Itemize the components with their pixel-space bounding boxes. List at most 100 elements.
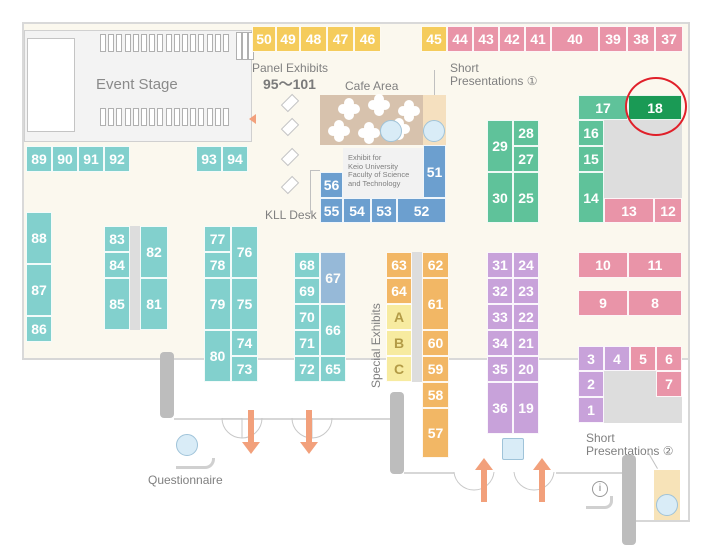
booth-42[interactable]: 42 (499, 26, 525, 52)
booth-77[interactable]: 77 (204, 226, 231, 252)
booth-59[interactable]: 59 (422, 356, 449, 382)
booth-21[interactable]: 21 (513, 330, 539, 356)
booth-11[interactable]: 11 (628, 252, 682, 278)
booth-48[interactable]: 48 (300, 26, 327, 52)
booth-37[interactable]: 37 (655, 26, 683, 52)
booth-87[interactable]: 87 (26, 264, 52, 316)
booth-54[interactable]: 54 (343, 198, 371, 223)
booth-6[interactable]: 6 (656, 346, 682, 371)
booth-51[interactable]: 51 (423, 145, 446, 198)
booth-29[interactable]: 29 (487, 120, 513, 172)
stage-platform (27, 38, 75, 132)
booth-52[interactable]: 52 (397, 198, 446, 223)
booth-28[interactable]: 28 (513, 120, 539, 146)
booth-50[interactable]: 50 (252, 26, 276, 52)
booth-C[interactable]: C (386, 356, 412, 382)
booth-81[interactable]: 81 (140, 278, 168, 330)
booth-25[interactable]: 25 (513, 172, 539, 223)
booth-15[interactable]: 15 (578, 146, 604, 172)
booth-67[interactable]: 67 (320, 252, 346, 304)
booth-71[interactable]: 71 (294, 330, 320, 356)
booth-5[interactable]: 5 (630, 346, 656, 371)
booth-79[interactable]: 79 (204, 278, 231, 330)
booth-57[interactable]: 57 (422, 408, 449, 458)
booth-66[interactable]: 66 (320, 304, 346, 356)
booth-93[interactable]: 93 (196, 146, 222, 172)
booth-13[interactable]: 13 (604, 198, 654, 223)
booth-33[interactable]: 33 (487, 304, 513, 330)
booth-20[interactable]: 20 (513, 356, 539, 382)
booth-24[interactable]: 24 (513, 252, 539, 278)
booth-94[interactable]: 94 (222, 146, 248, 172)
booth-74[interactable]: 74 (231, 330, 258, 356)
booth-70[interactable]: 70 (294, 304, 320, 330)
booth-78[interactable]: 78 (204, 252, 231, 278)
questionnaire-icon[interactable] (176, 434, 198, 456)
booth-43[interactable]: 43 (473, 26, 499, 52)
booth-32[interactable]: 32 (487, 278, 513, 304)
booth-B[interactable]: B (386, 330, 412, 356)
booth-86[interactable]: 86 (26, 316, 52, 342)
booth-23[interactable]: 23 (513, 278, 539, 304)
booth-36[interactable]: 36 (487, 382, 513, 434)
booth-17[interactable]: 17 (578, 95, 628, 120)
booth-58[interactable]: 58 (422, 382, 449, 408)
booth-68[interactable]: 68 (294, 252, 320, 278)
booth-8[interactable]: 8 (628, 290, 682, 316)
booth-69[interactable]: 69 (294, 278, 320, 304)
booth-64[interactable]: 64 (386, 278, 412, 304)
booth-39[interactable]: 39 (599, 26, 627, 52)
booth-45[interactable]: 45 (421, 26, 447, 52)
booth-72[interactable]: 72 (294, 356, 320, 382)
booth-80[interactable]: 80 (204, 330, 231, 382)
booth-9[interactable]: 9 (578, 290, 628, 316)
booth-65[interactable]: 65 (320, 356, 346, 382)
booth-10[interactable]: 10 (578, 252, 628, 278)
booth-49[interactable]: 49 (276, 26, 300, 52)
booth-31[interactable]: 31 (487, 252, 513, 278)
booth-76[interactable]: 76 (231, 226, 258, 278)
booth-2[interactable]: 2 (578, 371, 604, 397)
booth-4[interactable]: 4 (604, 346, 630, 371)
booth-40[interactable]: 40 (551, 26, 599, 52)
booth-7[interactable]: 7 (656, 371, 682, 397)
booth-56[interactable]: 56 (320, 172, 343, 198)
booth-60[interactable]: 60 (422, 330, 449, 356)
booth-85[interactable]: 85 (104, 278, 130, 330)
booth-41[interactable]: 41 (525, 26, 551, 52)
booth-73[interactable]: 73 (231, 356, 258, 382)
booth-16[interactable]: 16 (578, 120, 604, 146)
booth-27[interactable]: 27 (513, 146, 539, 172)
booth-19[interactable]: 19 (513, 382, 539, 434)
booth-3[interactable]: 3 (578, 346, 604, 371)
booth-89[interactable]: 89 (26, 146, 52, 172)
booth-55[interactable]: 55 (320, 198, 343, 223)
booth-63[interactable]: 63 (386, 252, 412, 278)
booth-46[interactable]: 46 (354, 26, 381, 52)
booth-34[interactable]: 34 (487, 330, 513, 356)
booth-47[interactable]: 47 (327, 26, 354, 52)
info-icon[interactable]: i (592, 481, 608, 497)
booth-1[interactable]: 1 (578, 397, 604, 423)
booth-91[interactable]: 91 (78, 146, 104, 172)
questionnaire-label: Questionnaire (148, 473, 223, 487)
booth-82[interactable]: 82 (140, 226, 168, 278)
booth-14[interactable]: 14 (578, 172, 604, 223)
booth-44[interactable]: 44 (447, 26, 473, 52)
booth-30[interactable]: 30 (487, 172, 513, 223)
booth-61[interactable]: 61 (422, 278, 449, 330)
booth-22[interactable]: 22 (513, 304, 539, 330)
booth-62[interactable]: 62 (422, 252, 449, 278)
booth-90[interactable]: 90 (52, 146, 78, 172)
booth-75[interactable]: 75 (231, 278, 258, 330)
booth-88[interactable]: 88 (26, 212, 52, 264)
booth-A[interactable]: A (386, 304, 412, 330)
lower-wall (22, 358, 162, 360)
booth-83[interactable]: 83 (104, 226, 130, 252)
booth-38[interactable]: 38 (627, 26, 655, 52)
booth-35[interactable]: 35 (487, 356, 513, 382)
booth-84[interactable]: 84 (104, 252, 130, 278)
booth-92[interactable]: 92 (104, 146, 130, 172)
booth-12[interactable]: 12 (654, 198, 682, 223)
booth-53[interactable]: 53 (371, 198, 397, 223)
